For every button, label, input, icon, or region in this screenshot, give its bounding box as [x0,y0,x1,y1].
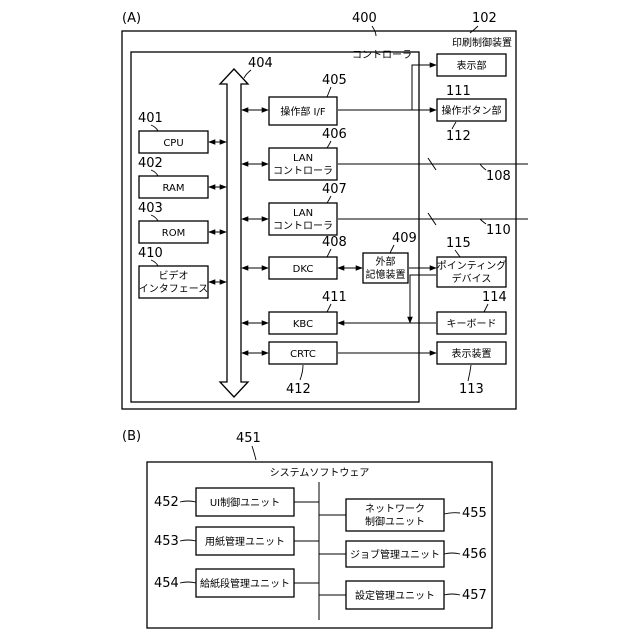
network-control-unit-line1: ネットワーク [365,503,425,515]
system-bus-ref: 404 [248,56,273,71]
controller-ref: 400 [352,11,377,26]
lan-controller-1-line2: コントローラ [273,165,333,177]
section-b-label: (B) [122,429,141,444]
keyboard-ref: 114 [482,290,507,305]
cpu-block: CPU [139,131,208,153]
rom-block: ROM [139,221,208,243]
ui-control-unit-ref: 452 [154,495,179,510]
operation-if-ref: 405 [322,73,347,88]
video-interface-line2: インタフェース [139,283,209,295]
video-interface-block: ビデオ インタフェース [139,266,209,298]
cpu-ref: 401 [138,111,163,126]
controller-title: コントローラ [352,49,412,61]
external-storage-line2: 記憶装置 [366,268,406,281]
keyboard-label: キーボード [447,318,497,330]
settings-management-unit-ref: 457 [462,588,487,603]
operation-buttons-label: 操作ボタン部 [442,104,502,117]
tray-management-unit-block: 給紙段管理ユニット [196,569,294,597]
operation-buttons-block: 操作ボタン部 [437,99,506,121]
dkc-label: DKC [293,264,314,275]
ram-block: RAM [139,176,208,198]
job-management-unit-label: ジョブ管理ユニット [350,548,440,561]
print-control-device-ref: 102 [472,11,497,26]
external-storage-ref: 409 [392,231,417,246]
network-control-unit-line2: 制御ユニット [365,515,425,528]
dkc-ref: 408 [322,235,347,250]
crtc-block: CRTC [269,342,337,364]
print-control-device-title: 印刷制御装置 [452,36,512,49]
display-device-block: 表示装置 [437,342,506,364]
ram-label: RAM [162,183,184,194]
ram-ref: 402 [138,156,163,171]
paper-management-unit-label: 用紙管理ユニット [205,535,285,548]
pointing-device-line2: デバイス [452,272,492,285]
video-interface-ref: 410 [138,246,163,261]
settings-management-unit-block: 設定管理ユニット [346,581,444,609]
operation-if-label: 操作部 I/F [280,105,325,118]
lan-controller-2-block: LAN コントローラ [269,203,337,235]
lan-controller-1-ref: 406 [322,127,347,142]
crtc-label: CRTC [290,349,316,360]
paper-management-unit-block: 用紙管理ユニット [196,527,294,555]
ui-control-unit-block: UI制御ユニット [196,488,294,516]
system-software-title: システムソフトウェア [270,467,370,479]
video-interface-line1: ビデオ [159,269,189,282]
pointing-device-block: ポインティング デバイス [437,257,506,287]
network-control-unit-block: ネットワーク 制御ユニット [346,499,444,531]
network-control-unit-ref: 455 [462,506,487,521]
kbc-block: KBC [269,312,337,334]
lan-controller-1-block: LAN コントローラ [269,148,337,180]
job-management-unit-ref: 456 [462,547,487,562]
job-management-unit-block: ジョブ管理ユニット [346,541,444,567]
system-software-ref: 451 [236,431,261,446]
display-device-label: 表示装置 [452,347,492,360]
pointing-device-ref: 115 [446,236,471,251]
kbc-ref: 411 [322,290,347,305]
dkc-block: DKC [269,257,337,279]
tray-management-unit-label: 給紙段管理ユニット [200,577,290,590]
display-unit-block: 表示部 [437,54,506,76]
crtc-ref: 412 [286,382,311,397]
paper-management-unit-ref: 453 [154,534,179,549]
settings-management-unit-label: 設定管理ユニット [355,589,435,602]
pointing-device-line1: ポインティング [437,259,506,272]
operation-if-block: 操作部 I/F [269,97,337,125]
rom-label: ROM [162,228,185,239]
kbc-label: KBC [293,319,313,330]
lan-controller-2-line2: コントローラ [273,220,333,232]
external-storage-line1: 外部 [376,255,396,268]
lan-controller-1-line1: LAN [293,153,313,164]
display-device-ref: 113 [459,382,484,397]
section-a-label: (A) [122,11,141,26]
tray-management-unit-ref: 454 [154,576,179,591]
rom-ref: 403 [138,201,163,216]
display-unit-label: 表示部 [457,59,487,72]
operation-buttons-ref: 112 [446,129,471,144]
network-ref-110: 110 [486,223,511,238]
ui-control-unit-label: UI制御ユニット [210,496,280,509]
display-unit-ref: 111 [446,84,471,99]
cpu-label: CPU [163,138,183,149]
network-ref-108: 108 [486,169,511,184]
keyboard-block: キーボード [437,312,506,334]
external-storage-block: 外部 記憶装置 [363,253,408,283]
lan-controller-2-line1: LAN [293,208,313,219]
lan-controller-2-ref: 407 [322,182,347,197]
